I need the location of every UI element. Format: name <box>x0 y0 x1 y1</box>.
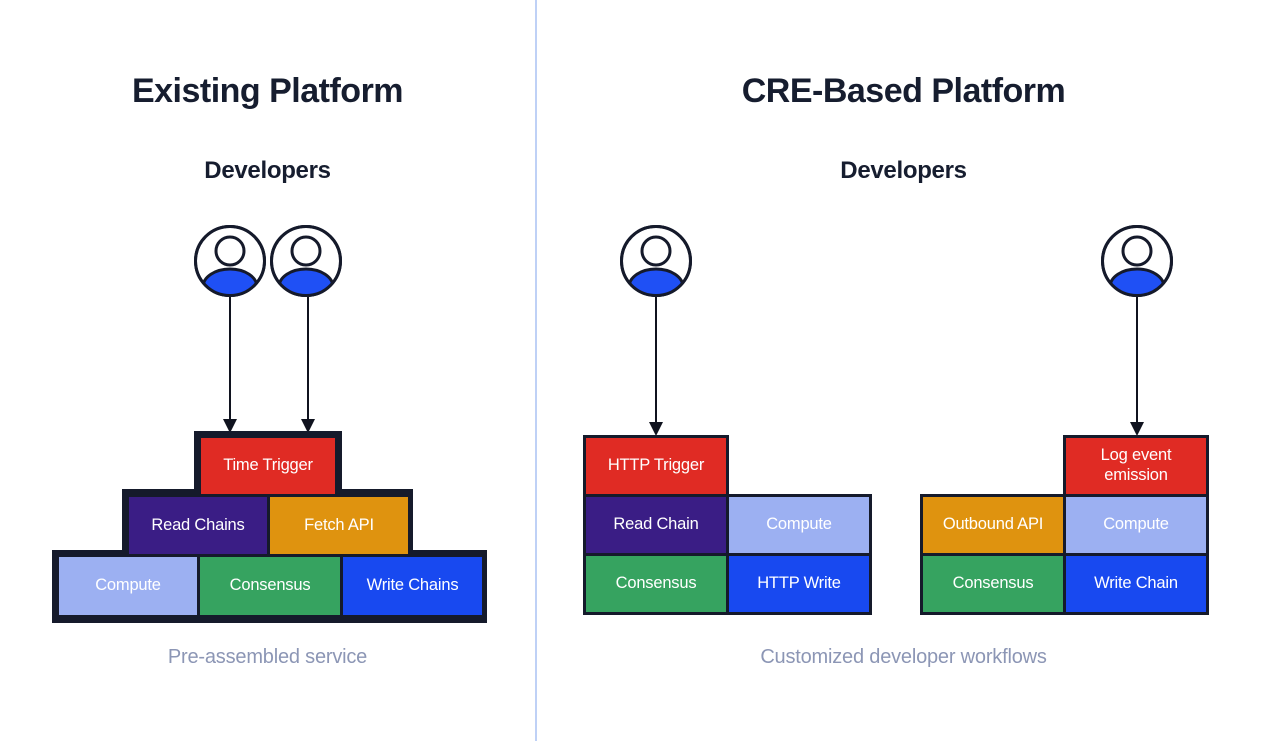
cell-compute: Compute <box>1063 494 1209 556</box>
cell-outbound-api: Outbound API <box>920 494 1066 556</box>
right-panel-subtitle: Developers <box>840 157 967 184</box>
block-time-trigger: Time Trigger <box>201 438 335 494</box>
block-compute: Compute <box>59 557 197 615</box>
cell-read-chain: Read Chain <box>583 494 729 556</box>
right-panel-title: CRE-Based Platform <box>741 72 1066 110</box>
down-arrow <box>1130 297 1144 436</box>
developer-person-icon <box>1101 225 1173 297</box>
left-panel-title: Existing Platform <box>131 72 404 110</box>
down-arrow <box>223 297 237 433</box>
cell-http-write: HTTP Write <box>726 553 872 615</box>
cell-http-trigger: HTTP Trigger <box>583 435 729 497</box>
block-write-chains: Write Chains <box>343 557 482 615</box>
block-consensus: Consensus <box>200 557 340 615</box>
developer-person-icon <box>194 225 266 297</box>
cell-log-event-emission: Log event emission <box>1063 435 1209 497</box>
developer-person-icon <box>620 225 692 297</box>
down-arrow <box>301 297 315 433</box>
developer-person-icon <box>270 225 342 297</box>
right-panel-caption: Customized developer workflows <box>760 646 1047 668</box>
cell-consensus: Consensus <box>583 553 729 615</box>
cell-write-chain: Write Chain <box>1063 553 1209 615</box>
left-panel-caption: Pre-assembled service <box>167 646 368 668</box>
down-arrow <box>649 297 663 436</box>
block-fetch-api: Fetch API <box>270 497 408 554</box>
panel-divider-line <box>535 0 537 741</box>
cell-consensus: Consensus <box>920 553 1066 615</box>
left-panel-subtitle: Developers <box>204 157 331 184</box>
cell-compute: Compute <box>726 494 872 556</box>
block-read-chains: Read Chains <box>129 497 267 554</box>
